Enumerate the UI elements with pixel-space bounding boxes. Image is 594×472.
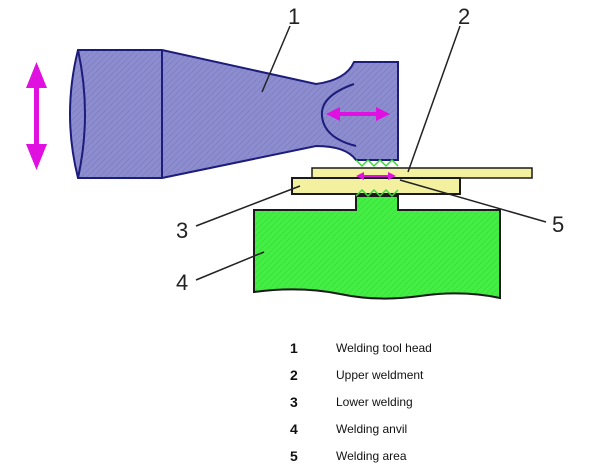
legend-item: 2 Upper weldment — [290, 361, 550, 388]
leader-line-2 — [407, 25, 461, 173]
leader-line-1 — [261, 25, 291, 93]
callout-5: 5 — [552, 212, 564, 237]
legend-label: Upper weldment — [336, 367, 424, 382]
legend-number: 2 — [290, 366, 298, 383]
welding-anvil — [253, 195, 501, 300]
legend: 1 Welding tool head 2 Upper weldment 3 L… — [290, 334, 550, 469]
welding-teeth-bottom — [355, 188, 399, 198]
callout-1: 1 — [288, 4, 300, 29]
vertical-motion-arrow-icon — [26, 62, 47, 170]
callout-4: 4 — [176, 270, 188, 295]
ultrasonic-welding-diagram: 1 2 3 4 5 — [26, 4, 564, 300]
legend-item: 5 Welding area — [290, 442, 550, 469]
weld-vibration-arrow-icon — [356, 172, 396, 180]
leader-line-4 — [195, 251, 265, 281]
legend-number: 4 — [290, 420, 298, 437]
legend-item: 4 Welding anvil — [290, 415, 550, 442]
legend-item: 1 Welding tool head — [290, 334, 550, 361]
tool-head-inner-curve — [320, 83, 357, 147]
vibration-arrow-icon — [326, 107, 390, 121]
legend-label: Welding anvil — [336, 421, 408, 436]
welding-tool-head — [69, 49, 399, 179]
leader-line-5 — [399, 179, 547, 223]
legend-number: 3 — [290, 393, 298, 410]
lower-weldment — [291, 177, 461, 195]
upper-weldment — [311, 167, 533, 179]
legend-number: 1 — [290, 339, 298, 356]
callout-2: 2 — [458, 4, 470, 29]
legend-item: 3 Lower welding — [290, 388, 550, 415]
legend-label: Welding tool head — [336, 340, 432, 355]
tool-head-end-curve — [77, 49, 86, 179]
callout-3: 3 — [176, 218, 188, 243]
legend-label: Lower welding — [336, 394, 413, 409]
leader-line-3 — [195, 185, 301, 227]
legend-label: Welding area — [336, 448, 407, 463]
welding-teeth-top — [355, 158, 399, 168]
legend-number: 5 — [290, 447, 298, 464]
